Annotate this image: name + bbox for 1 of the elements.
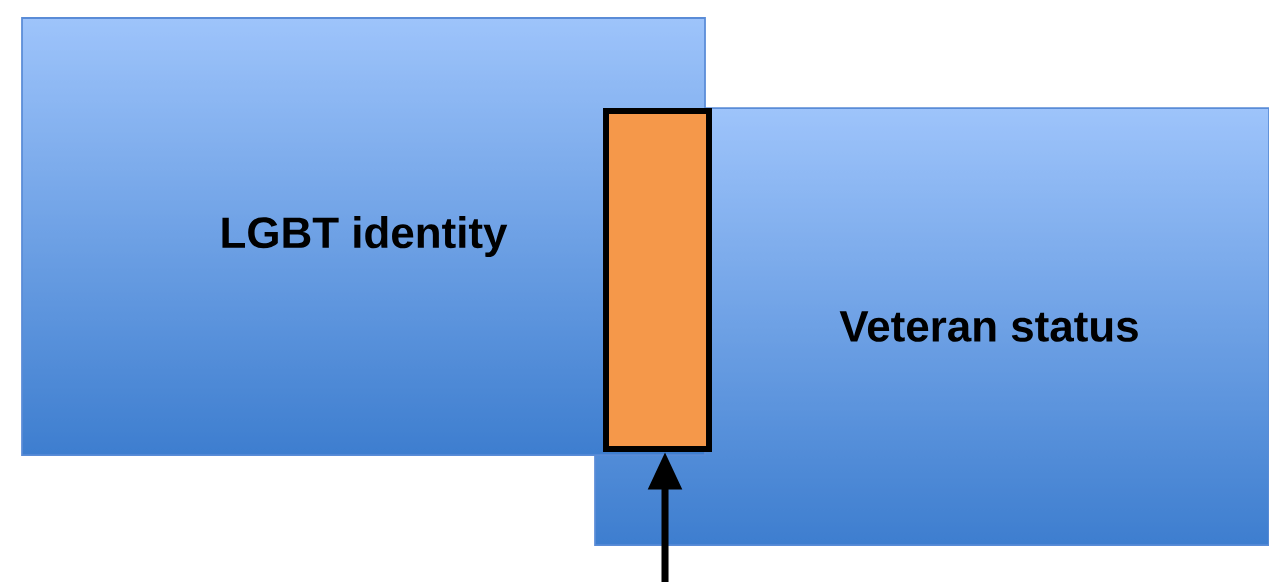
overlap-box — [603, 108, 712, 452]
